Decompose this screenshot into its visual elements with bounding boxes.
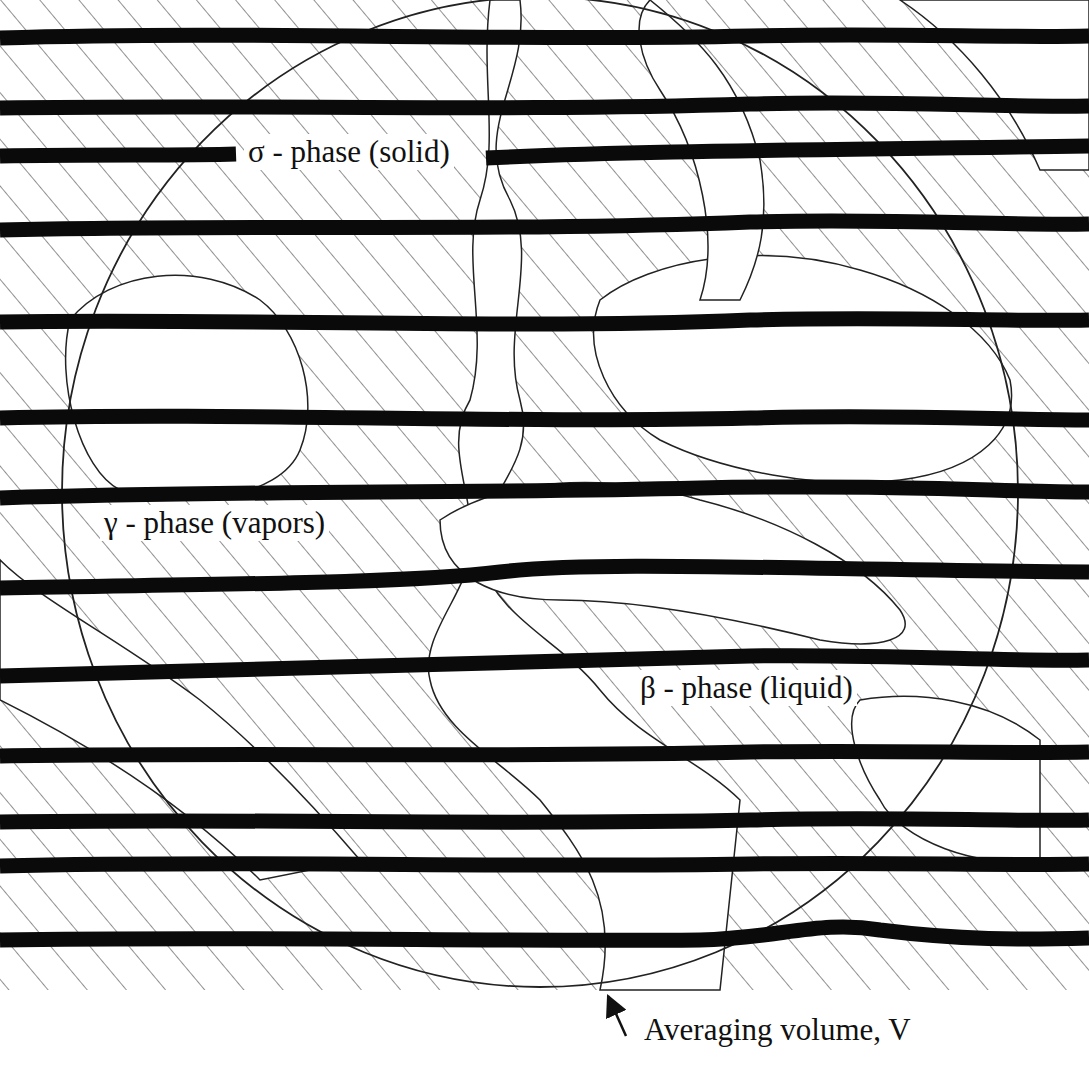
liquid-hatching (0, 0, 1089, 990)
leader-arrow (608, 996, 626, 1036)
phase-label: β - phase (liquid) (636, 670, 857, 706)
phase-label: σ - phase (solid) (244, 134, 454, 170)
solid-fibers (0, 35, 1089, 940)
phase-label: γ - phase (vapors) (100, 505, 329, 541)
vapor-regions (0, 0, 1089, 990)
callout-label: Averaging volume, V (640, 1012, 915, 1048)
